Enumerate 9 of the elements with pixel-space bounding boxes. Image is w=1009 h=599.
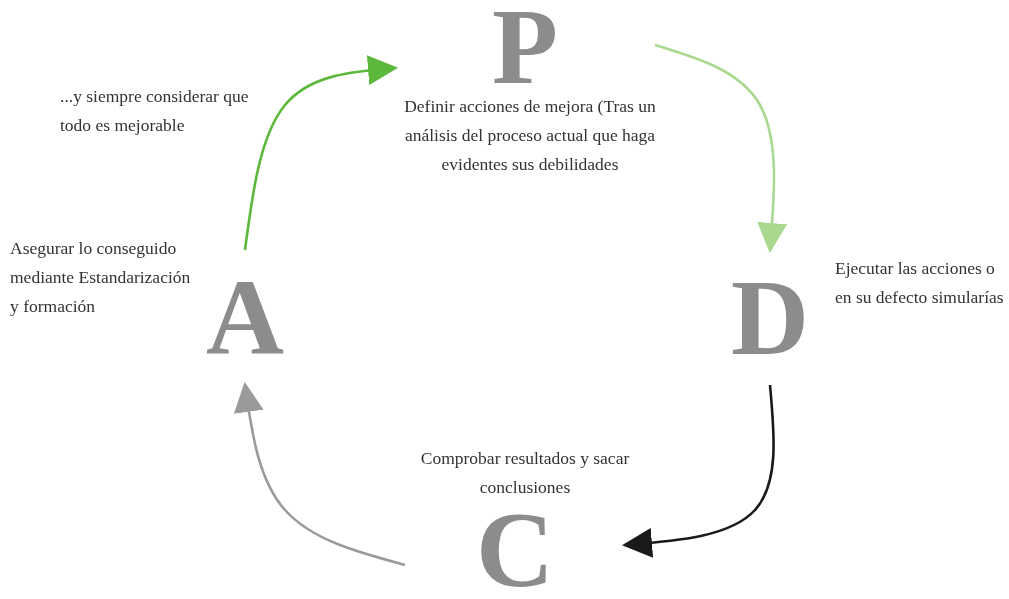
stage-letter: A [206,263,284,372]
curved-arrow [654,43,788,253]
curved-arrow [243,55,398,251]
stage-description: Asegurar lo conseguido mediante Estandarización y formación [10,237,192,318]
stage-description: Ejecutar las acciones o en su defecto simularías [835,257,1005,309]
curved-arrow [233,382,406,567]
stage-letter: D [731,263,809,372]
note-text: ...y siempre considerar que todo es mejorable [60,85,250,137]
curved-arrow [622,384,775,558]
